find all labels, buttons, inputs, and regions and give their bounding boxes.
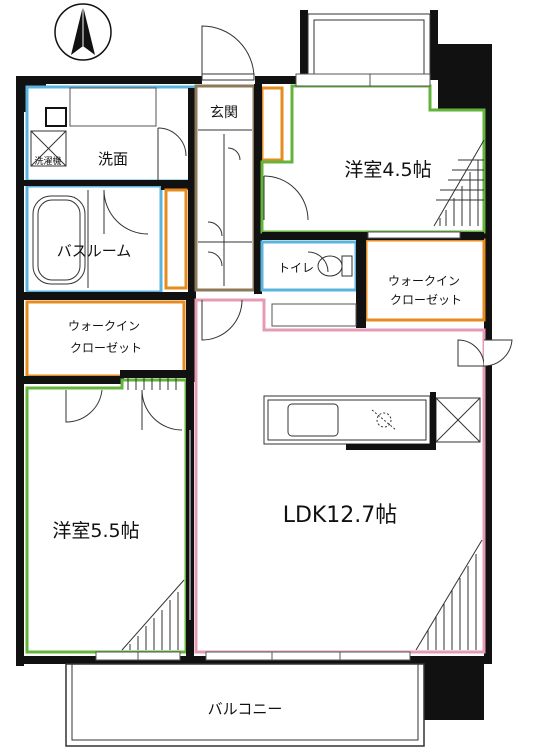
kitchen-sink-icon: [287, 403, 339, 437]
western-room-4-5-label: 洋室4.5帖: [344, 159, 431, 181]
walk-in-closet-left-label-1: ウォークイン: [68, 319, 140, 333]
walk-in-closet-left-label-2: クローゼット: [70, 341, 142, 355]
bathtub-icon: [32, 195, 86, 285]
entrance-label: 玄関: [210, 104, 238, 121]
western-room-5-5: 洋室5.5帖: [25, 378, 188, 661]
kitchen-counter: [263, 395, 431, 450]
closet-bottom-wall-2: [120, 370, 196, 378]
genkan-closet: [260, 86, 284, 162]
stair-hatch: [433, 139, 485, 227]
window-hatch-left: [121, 579, 185, 651]
window-room-a: [295, 73, 431, 87]
entrance-hall: 玄関: [194, 25, 256, 292]
closet-bottom-wall: [24, 376, 124, 384]
ldk-room: LDK12.7帖: [194, 298, 513, 661]
walk-in-closet-right-label-1: ウォークイン: [388, 274, 460, 288]
interior-walls: [24, 88, 196, 382]
window-hatch-ldk: [415, 539, 483, 651]
ldk-label: LDK12.7帖: [283, 503, 398, 528]
front-door: [201, 25, 255, 79]
walk-in-closet-right-label-2: クローゼット: [390, 293, 462, 307]
washing-machine-label: 洗濯機: [34, 155, 61, 167]
washroom-label: 洗面: [98, 150, 128, 168]
western-room-5-5-label: 洋室5.5帖: [52, 520, 139, 542]
toilet-room: トイレ: [260, 240, 358, 292]
top-window-bay: [307, 13, 431, 83]
north-arrow-icon: [54, 3, 112, 61]
window-ldk: [205, 651, 411, 661]
walk-in-closet-left: ウォークイン クローゼット: [25, 300, 186, 378]
toilet-label: トイレ: [278, 261, 314, 275]
closet-wall: [356, 234, 366, 328]
stove-icon: [371, 409, 397, 431]
balcony: バルコニー: [65, 663, 425, 747]
bathroom-label: バスルーム: [57, 242, 132, 260]
western-room-4-5: 洋室4.5帖: [260, 73, 486, 234]
closet-hatch: [127, 378, 177, 390]
toilet-icon: [317, 255, 353, 277]
range-hood-icon: [435, 397, 481, 443]
balcony-label: バルコニー: [208, 700, 283, 718]
walk-in-closet-right: ウォークイン クローゼット: [364, 238, 486, 322]
hall-wall: [254, 84, 262, 294]
shoe-closet: [164, 188, 188, 290]
washroom: 洗濯機 洗面: [25, 85, 195, 183]
washing-machine-icon: [30, 130, 67, 167]
bathroom: バスルーム: [25, 184, 163, 294]
